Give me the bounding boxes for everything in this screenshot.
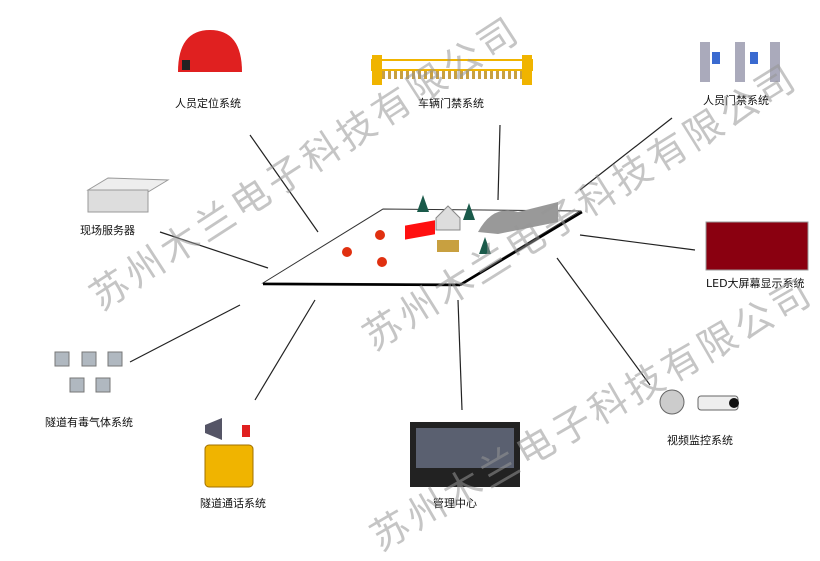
label-toxic-gas: 隧道有毒气体系统 bbox=[45, 416, 133, 429]
vehicle-barrier-icon bbox=[371, 55, 533, 85]
loader-icon bbox=[437, 240, 459, 252]
line-led bbox=[579, 234, 696, 251]
sign-board-icon bbox=[405, 220, 435, 240]
label-tunnel-intercom: 隧道通话系统 bbox=[200, 497, 266, 510]
label-management-center: 管理中心 bbox=[433, 497, 477, 510]
server-icon bbox=[86, 177, 170, 213]
label-personnel-access: 人员门禁系统 bbox=[703, 94, 769, 107]
line-personnel-access bbox=[579, 117, 673, 191]
line-positioning bbox=[249, 134, 319, 233]
line-vehicle bbox=[497, 124, 501, 201]
line-intercom bbox=[254, 299, 316, 401]
tree-icons bbox=[417, 195, 491, 254]
tunnel-icon bbox=[478, 202, 558, 234]
gas-sensor-icons bbox=[54, 351, 123, 393]
label-video-surveillance: 视频监控系统 bbox=[667, 434, 733, 447]
site-platform bbox=[261, 195, 583, 287]
label-site-server: 现场服务器 bbox=[80, 224, 135, 237]
diagram-canvas bbox=[54, 30, 809, 488]
house-icon bbox=[435, 205, 461, 231]
intercom-icon bbox=[204, 418, 254, 488]
led-screen-icon bbox=[705, 221, 809, 271]
personnel-marker-icons bbox=[342, 230, 387, 267]
label-led-display: LED大屏幕显示系统 bbox=[706, 277, 805, 290]
line-management bbox=[457, 299, 463, 411]
turnstile-icon bbox=[700, 42, 780, 82]
line-video bbox=[556, 257, 651, 386]
connectors bbox=[129, 117, 696, 411]
label-personnel-positioning: 人员定位系统 bbox=[175, 97, 241, 110]
cameras-icon bbox=[659, 389, 739, 415]
management-console-icon bbox=[410, 422, 520, 487]
line-gas bbox=[129, 304, 241, 363]
label-vehicle-access: 车辆门禁系统 bbox=[418, 97, 484, 110]
line-server bbox=[159, 231, 269, 269]
helmet-icon bbox=[178, 30, 242, 72]
